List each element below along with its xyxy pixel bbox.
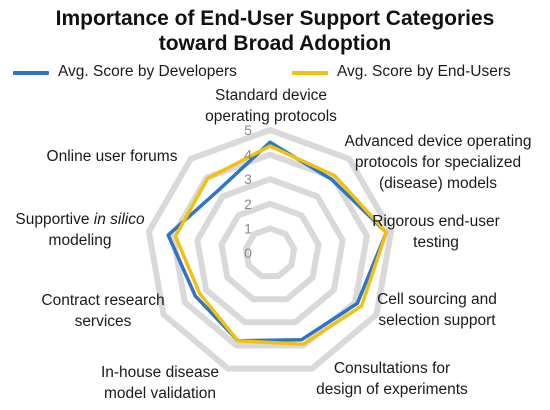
tick-label-5: 5 [244,122,252,138]
grid-ring-3 [194,176,346,326]
tick-label-1: 1 [244,220,252,236]
series-line-end-users [173,144,389,347]
tick-label-3: 3 [244,171,252,187]
chart-title-line-1: Importance of End-User Support Categorie… [55,7,495,30]
tick-label-2: 2 [244,196,252,212]
legend-swatch-developers [13,71,49,75]
tick-label-0: 0 [244,245,252,261]
grid-ring-1 [242,225,298,280]
series-line-developers [166,140,389,343]
category-label-online-user-forums: Online user forums [47,148,178,165]
chart-legend: Avg. Score by Developers Avg. Score by E… [0,62,550,82]
tick-label-4: 4 [244,147,252,163]
chart-title: Importance of End-User Support Categorie… [0,6,550,56]
grid-ring-2 [218,200,322,303]
legend-label-developers: Avg. Score by Developers [58,63,237,80]
chart-title-line-2: toward Broad Adoption [158,32,392,55]
legend-swatch-end-users [292,71,328,75]
grid-ring-5 [145,127,395,372]
legend-label-end-users: Avg. Score by End-Users [337,63,511,80]
